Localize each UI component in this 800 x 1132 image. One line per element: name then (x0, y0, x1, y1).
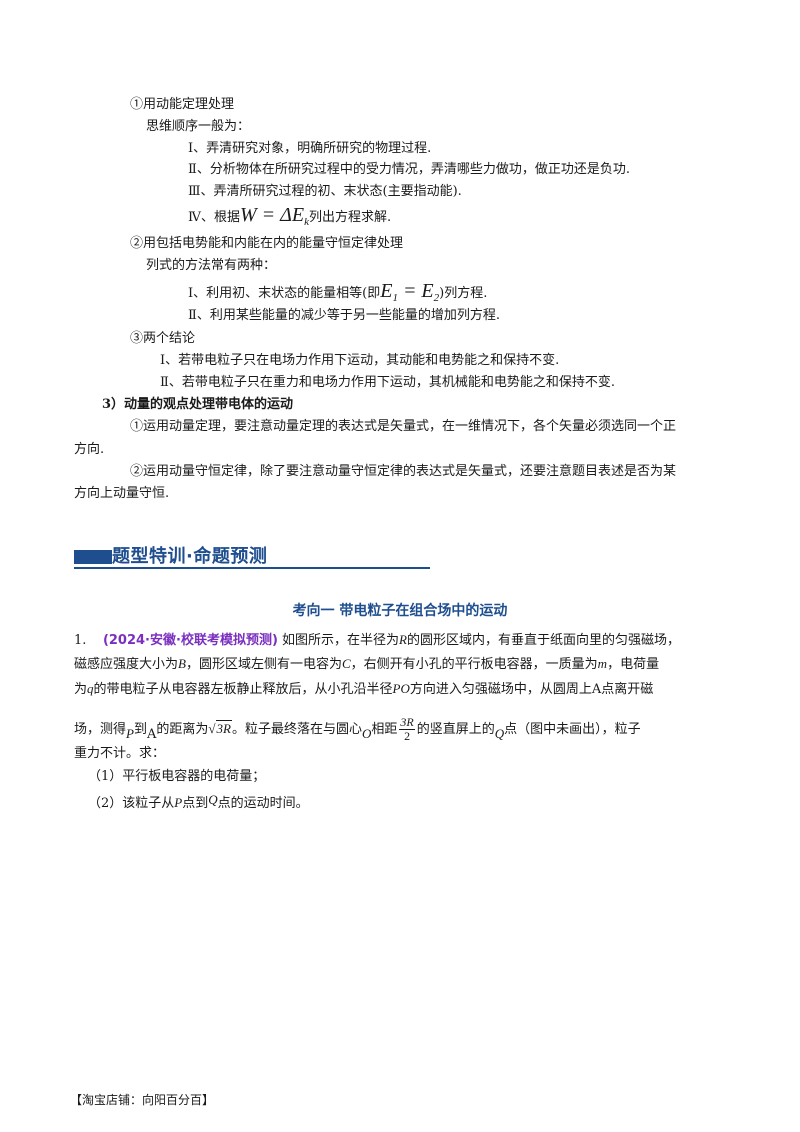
problem-line-5: 重力不计。求： (74, 746, 166, 761)
question-2: （2）该粒子从P点到Q点的运动时间。 (88, 791, 309, 813)
momentum-para2-line2: 方向上动量守恒. (74, 486, 170, 501)
symbol-PO: PO (392, 681, 410, 696)
step1-item-iv-post: 列出方程求解. (309, 210, 392, 225)
problem-text: 磁感应强度大小为 (74, 657, 179, 672)
question-text: 点到 (182, 796, 209, 811)
step2-intro: 列式的方法常有两种： (146, 258, 277, 273)
problem-text: ，右侧开有小孔的平行板电容器，一质量为 (350, 657, 598, 672)
banner-title: 题型特训·命题预测 (112, 546, 268, 567)
problem-text: 的距离为 (156, 722, 209, 737)
symbol-O: O (362, 726, 372, 741)
step2-item-ii: Ⅱ、利用某些能量的减少等于另一些能量的增加列方程. (188, 308, 500, 323)
question-text: 点的运动时间。 (217, 796, 309, 811)
step2-item-i: Ⅰ、利用初、末状态的能量相等(即E1 = E2)列方程. (188, 280, 488, 307)
symbol-m: m (597, 656, 608, 671)
sqrt-sign: √ (208, 721, 216, 736)
symbol-q: q (87, 681, 94, 696)
question-text: （2）该粒子从 (88, 796, 175, 811)
problem-text: 的圆形区域内，有垂直于纸面向里的匀强磁场， (407, 633, 681, 648)
step1-item-iv-pre: Ⅳ、根据 (188, 210, 240, 225)
problem-text: 到 (133, 722, 147, 737)
step1-item-ii: Ⅱ、分析物体在所研究过程中的受力情况，弄清哪些力做功，做正功还是负功. (188, 162, 630, 177)
problem-source-tag: (2024·安徽·校联考模拟预测) (102, 633, 278, 648)
problem-text: 方向进入匀强磁场中，从圆周上 (409, 682, 592, 697)
step1-intro: 思维顺序一般为： (146, 119, 251, 134)
kinetic-subscript: k (304, 216, 310, 228)
banner-underline (74, 567, 430, 569)
section-banner: 题型特训·命题预测 (74, 540, 430, 570)
section-title: 考向一 带电粒子在组合场中的运动 (292, 603, 508, 619)
problem-text: 场，测得 (74, 722, 127, 737)
problem-line-3: 为q的带电粒子从电容器左板静止释放后，从小孔沿半径PO方向进入匀强磁场中，从圆周… (74, 680, 653, 699)
symbol-A: A (591, 682, 602, 697)
symbol-Q: Q (494, 726, 505, 741)
problem-text: 相距 (371, 722, 398, 737)
momentum-heading: 3）动量的观点处理带电体的运动 (102, 397, 294, 412)
fraction-numerator: 3R (399, 715, 415, 730)
work-energy-formula: W = ΔE (240, 204, 305, 226)
momentum-para2-line1: ②运用动量守恒定律，除了要注意动量守恒定律的表达式是矢量式，还要注意题目表述是否… (130, 464, 677, 479)
step1-item-iv: Ⅳ、根据W = ΔEk列出方程求解. (188, 204, 392, 231)
step3-heading: ③两个结论 (130, 331, 196, 346)
energy-e1-subscript: 1 (392, 292, 398, 304)
symbol-A-subscript: A (146, 727, 157, 742)
symbol-Q: Q (208, 792, 218, 807)
symbol-C: C (341, 656, 351, 671)
momentum-para1-line1: ①运用动量定理，要注意动量定理的表达式是矢量式，在一维情况下，各个矢量必须选同一… (130, 419, 677, 434)
problem-text: 如图所示，在半径为 (282, 633, 400, 648)
symbol-B: B (178, 656, 186, 671)
symbol-P: P (174, 795, 183, 810)
problem-line-2: 磁感应强度大小为B，圆形区域左侧有一电容为C，右侧开有小孔的平行板电容器，一质量… (74, 655, 659, 674)
sqrt-radicand: 3R (215, 720, 232, 736)
step1-heading: ①用动能定理处理 (130, 97, 235, 112)
energy-e2-subscript: 2 (433, 292, 440, 304)
fraction-denominator: 2 (404, 729, 411, 743)
step3-item-ii: Ⅱ、若带电粒子只在重力和电场力作用下运动，其机械能和电势能之和保持不变. (160, 375, 615, 390)
sqrt3R-expression: √3R (208, 720, 232, 736)
step3-item-i: Ⅰ、若带电粒子只在电场力作用下运动，其动能和电势能之和保持不变. (160, 353, 560, 368)
energy-e1: E (380, 280, 393, 302)
momentum-para1-line2: 方向. (74, 442, 105, 457)
problem-line-1: 1. (2024·安徽·校联考模拟预测) 如图所示，在半径为R的圆形区域内，有垂… (74, 631, 680, 650)
step1-item-iii: Ⅲ、弄清所研究过程的初、末状态(主要指动能). (188, 184, 462, 199)
problem-number: 1. (74, 633, 87, 648)
step2-item-i-post: )列方程. (439, 286, 488, 301)
step2-item-i-pre: Ⅰ、利用初、末状态的能量相等(即 (188, 286, 381, 301)
problem-text: ，圆形区域左侧有一电容为 (185, 657, 342, 672)
question-1: （1）平行板电容器的电荷量； (88, 769, 266, 784)
problem-text: 为 (74, 682, 88, 697)
problem-text: 的竖直屏上的 (416, 722, 495, 737)
energy-eq-e2: = E (397, 280, 434, 302)
banner-bar (74, 550, 112, 564)
problem-text: 。粒子最终落在与圆心 (231, 722, 362, 737)
step2-heading: ②用包括电势能和内能在内的能量守恒定律处理 (130, 236, 404, 251)
footer-shop-label: 【淘宝店铺：向阳百分百】 (70, 1093, 215, 1107)
symbol-R: R (399, 632, 407, 647)
symbol-P: P (126, 726, 134, 741)
step1-item-i: Ⅰ、弄清研究对象，明确所研究的物理过程. (188, 141, 432, 156)
problem-text: 的带电粒子从电容器左板静止释放后，从小孔沿半径 (93, 682, 393, 697)
problem-text: ，电荷量 (607, 657, 660, 672)
problem-text: 点离开磁 (601, 682, 654, 697)
problem-text: 点（图中未画出），粒子 (504, 722, 641, 737)
